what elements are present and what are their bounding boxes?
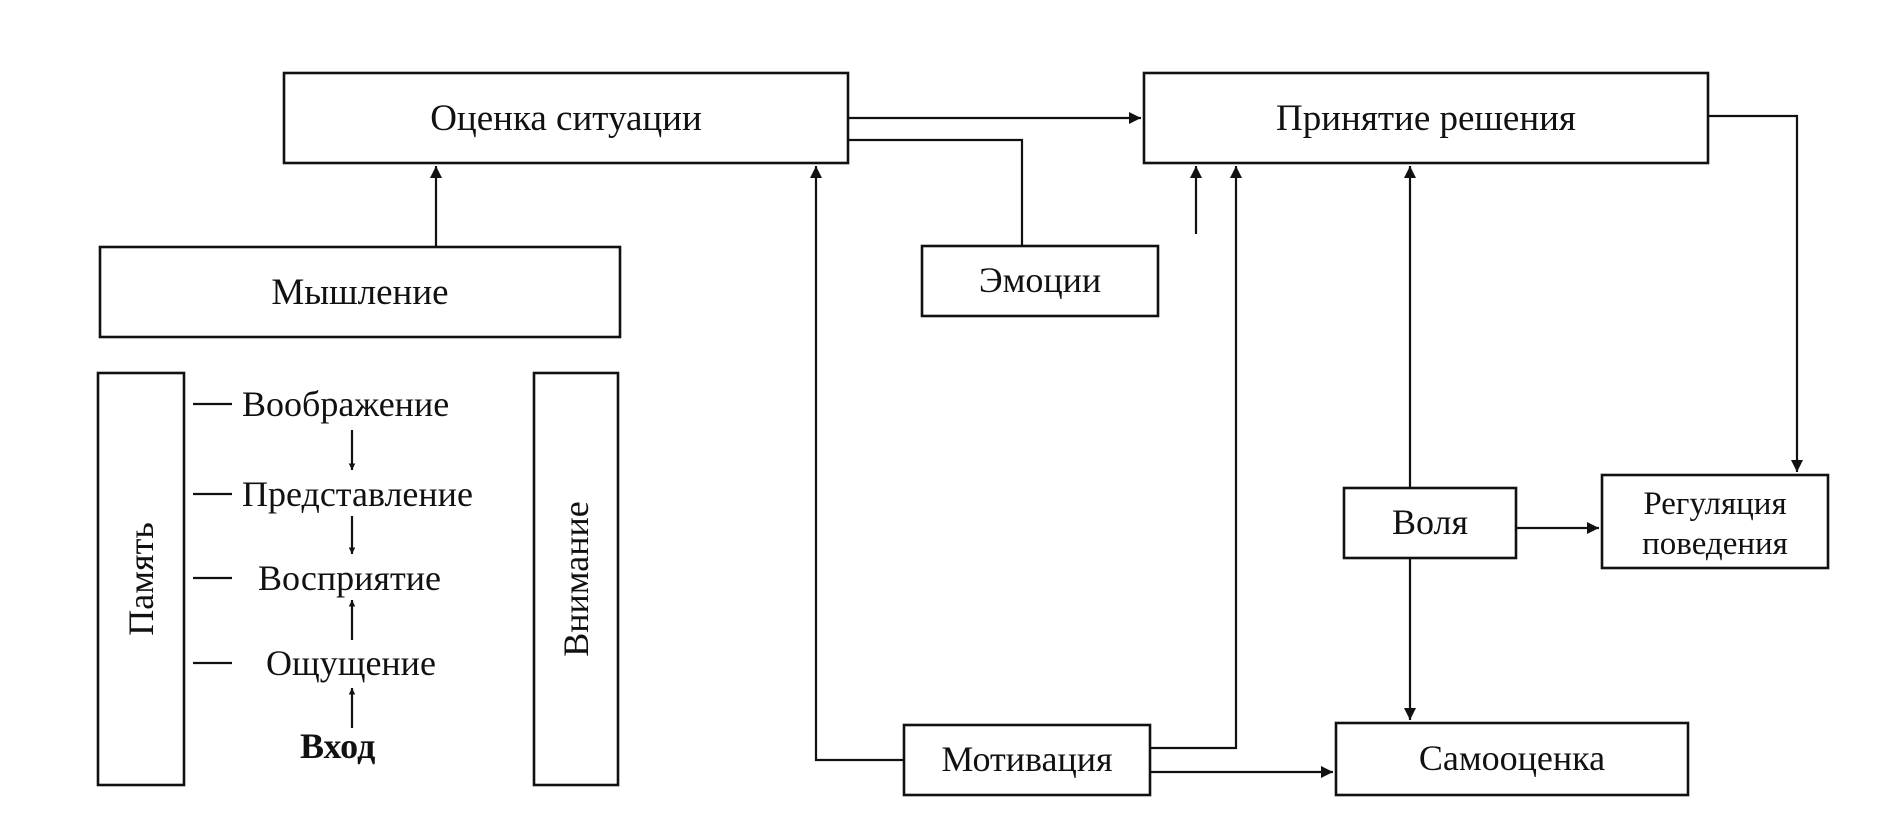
node-will: Воля xyxy=(1342,486,1518,560)
arrow-motivation-to-situation xyxy=(810,166,904,762)
cognitive-chain: Воображение Представление Восприятие Ощу… xyxy=(193,384,473,766)
connectors xyxy=(430,112,1803,778)
attention-label: Внимание xyxy=(556,501,596,657)
chain-input-label: Вход xyxy=(300,726,375,766)
memory-label: Память xyxy=(121,522,161,635)
thinking-label: Мышление xyxy=(271,272,448,313)
decision-making-label: Принятие решения xyxy=(1276,98,1576,139)
will-label: Воля xyxy=(1392,502,1468,542)
node-memory: Память xyxy=(96,371,186,787)
line-situation-emotions xyxy=(848,138,1024,246)
node-behavior-regulation: Регуляция поведения xyxy=(1600,473,1830,570)
self-assessment-label: Самооценка xyxy=(1419,738,1605,778)
situation-assessment-label: Оценка ситуации xyxy=(430,98,702,139)
motivation-label: Мотивация xyxy=(941,739,1112,779)
node-motivation: Мотивация xyxy=(902,723,1152,797)
emotions-label: Эмоции xyxy=(979,260,1101,300)
node-situation-assessment: Оценка ситуации xyxy=(282,71,850,165)
chain-sensation-label: Ощущение xyxy=(266,643,436,683)
chain-perception-label: Восприятие xyxy=(258,558,441,598)
chain-representation-label: Представление xyxy=(242,474,473,514)
node-emotions: Эмоции xyxy=(920,244,1160,318)
node-self-assessment: Самооценка xyxy=(1334,721,1690,797)
behavior-regulation-label-line2: поведения xyxy=(1642,526,1788,562)
chain-imagination-label: Воображение xyxy=(242,384,449,424)
behavior-regulation-label-line1: Регуляция xyxy=(1643,486,1786,522)
node-thinking: Мышление xyxy=(98,245,622,339)
node-attention: Внимание xyxy=(532,371,620,787)
arrow-motivation-to-decision xyxy=(1150,166,1242,750)
arrow-decision-to-regulation xyxy=(1708,114,1803,472)
node-decision-making: Принятие решения xyxy=(1142,71,1710,165)
